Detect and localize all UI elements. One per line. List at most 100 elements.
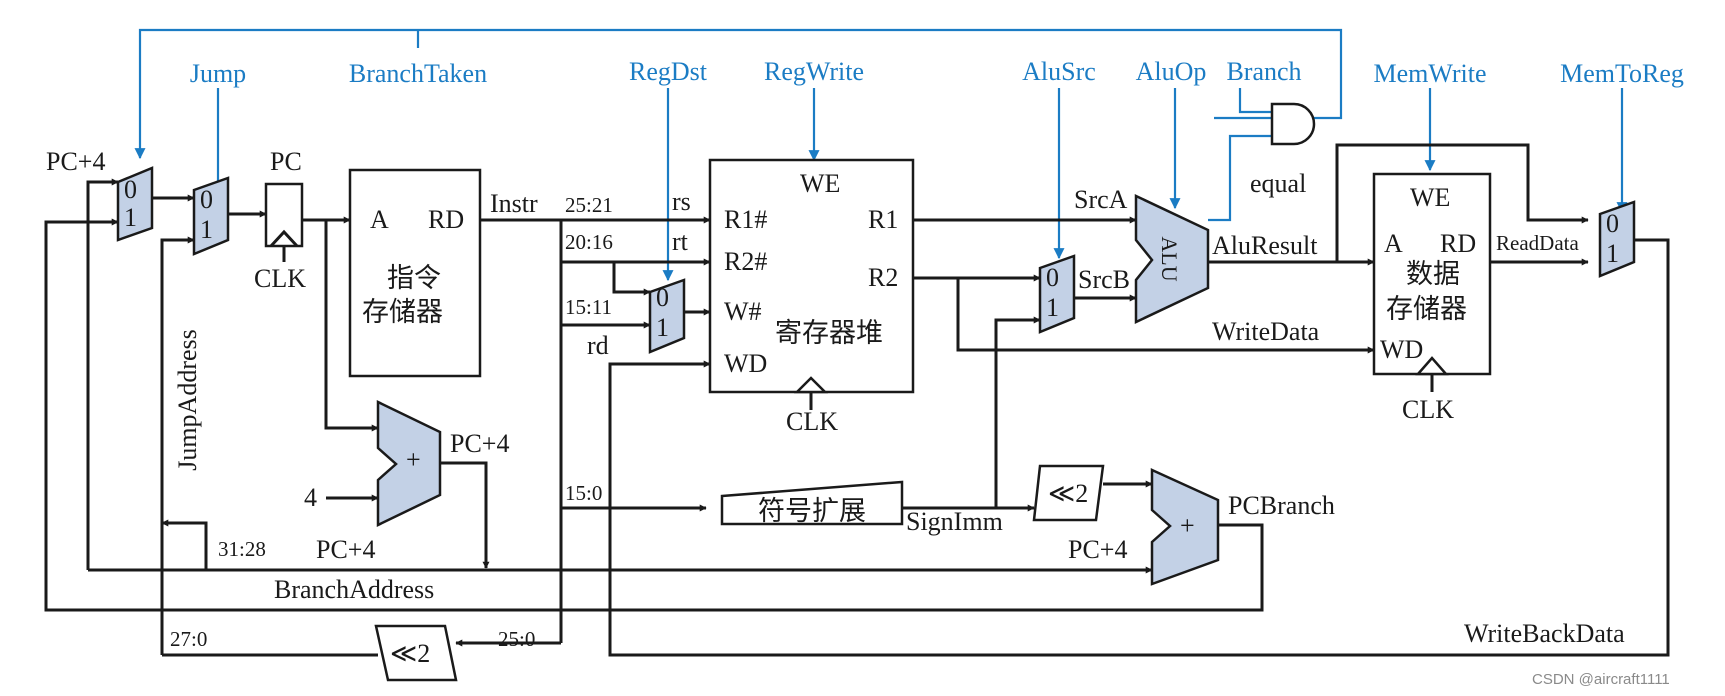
alusrc-mux: 0 1 <box>1038 254 1076 334</box>
adder-plus-sign: + <box>406 445 421 474</box>
rs-label: rs <box>672 187 691 216</box>
imem-rd-label: RD <box>428 205 464 234</box>
write-data-label: WriteData <box>1212 317 1320 346</box>
mux-input-0: 0 <box>124 175 137 204</box>
regfile-wd-label: WD <box>724 349 767 378</box>
dmem-wd-label: WD <box>1380 335 1423 364</box>
writeback-wire <box>608 238 1670 657</box>
pc4-right-label: PC+4 <box>1068 535 1127 564</box>
imem-name-line2: 存储器 <box>362 297 443 328</box>
regdst-mux: 0 1 <box>648 278 686 354</box>
pcbranch-feedback-wire <box>44 218 1264 612</box>
mux-input-1: 1 <box>1606 239 1619 268</box>
memtoreg-label: MemToReg <box>1560 59 1684 88</box>
srca-label: SrcA <box>1074 185 1128 214</box>
regfile-r2-label: R2 <box>868 263 898 292</box>
jump-label: Jump <box>190 59 246 88</box>
pc-clk-label: CLK <box>254 264 306 293</box>
mux-input-1: 1 <box>200 215 213 244</box>
alu-name: ALU <box>1157 236 1182 281</box>
regdst-label: RegDst <box>629 57 708 86</box>
regfile-r2n-label: R2# <box>724 247 767 276</box>
signimm-label: SignImm <box>906 507 1003 536</box>
rt-label: rt <box>672 227 689 256</box>
dmem-rd-label: RD <box>1440 229 1476 258</box>
regfile-r1-label: R1 <box>868 205 898 234</box>
alu-result-label: AluResult <box>1212 231 1318 260</box>
rd-label: rd <box>587 331 609 360</box>
sign-extend-name: 符号扩展 <box>758 496 866 527</box>
dmem-we-label: WE <box>1410 183 1450 212</box>
branch-taken-wire <box>134 28 1343 160</box>
dmem-clk-label: CLK <box>1402 395 1454 424</box>
branch-address-label: BranchAddress <box>274 575 434 604</box>
srcb-label: SrcB <box>1078 265 1130 294</box>
jump-address-label: JumpAddress <box>173 329 202 471</box>
regfile-wn-label: W# <box>724 297 762 326</box>
regfile-clk-label: CLK <box>786 407 838 436</box>
pc4-31-28-wire <box>161 519 208 570</box>
aluop-label: AluOp <box>1136 57 1207 86</box>
regwrite-label: RegWrite <box>764 57 864 86</box>
mux-input-1: 1 <box>656 313 669 342</box>
constant-four: 4 <box>304 483 317 512</box>
imem-a-label: A <box>370 205 389 234</box>
equal-label: equal <box>1250 169 1306 198</box>
pc-plus4-adder <box>376 400 442 527</box>
memwrite-label: MemWrite <box>1373 59 1486 88</box>
regfile-r1n-label: R1# <box>724 205 767 234</box>
branch-label: Branch <box>1226 57 1301 86</box>
field-25-0: 25:0 <box>498 627 535 651</box>
regfile-name: 寄存器堆 <box>775 318 883 349</box>
pc4-bottom-label: PC+4 <box>316 535 375 564</box>
field-20-16: 20:16 <box>565 230 613 254</box>
data-wires <box>44 143 1670 657</box>
alu <box>1134 194 1210 324</box>
instruction-memory <box>348 168 482 378</box>
regfile-we-label: WE <box>800 169 840 198</box>
branch-adder-plus-sign: + <box>1180 511 1195 540</box>
equal-wire <box>1208 134 1272 222</box>
branch-wire <box>1238 88 1272 114</box>
alu-bypass-wire <box>1335 143 1589 262</box>
mux-input-0: 0 <box>1046 263 1059 292</box>
dmem-a-label: A <box>1384 229 1403 258</box>
field-15-11: 15:11 <box>565 295 612 319</box>
watermark: CSDN @aircraft1111 <box>1532 671 1670 688</box>
pc-branch-mux: 0 1 <box>116 166 154 242</box>
jump-address-wire <box>160 236 195 655</box>
dmem-name-line2: 存储器 <box>1386 294 1467 325</box>
pc-branch-label: PCBranch <box>1228 491 1335 520</box>
mux-input-0: 0 <box>656 283 669 312</box>
rt-to-mux-wire <box>612 262 651 296</box>
mux-input-1: 1 <box>1046 293 1059 322</box>
read-data-label: ReadData <box>1496 231 1579 255</box>
pc-plus4-label: PC+4 <box>450 429 509 458</box>
imem-name-line1: 指令 <box>387 263 441 294</box>
pc4-to-mux-wire <box>86 178 119 570</box>
shift-left-2-imm <box>1032 464 1105 522</box>
pc-label: PC <box>270 147 302 176</box>
shift-jump-label: ≪2 <box>390 639 430 668</box>
mux-input-0: 0 <box>200 185 213 214</box>
pc4-label: PC+4 <box>46 147 105 176</box>
register-file <box>708 158 915 394</box>
jump-mux: 0 1 <box>192 176 230 256</box>
branch-and-gate <box>1270 102 1316 146</box>
shift-left-2-jump <box>374 624 458 682</box>
field-31-28: 31:28 <box>218 537 266 561</box>
write-back-data-label: WriteBackData <box>1464 619 1625 648</box>
alusrc-label: AluSrc <box>1022 57 1096 86</box>
data-memory <box>1372 172 1492 376</box>
sign-extend-unit <box>720 480 904 526</box>
pc-to-adder-wire <box>324 220 379 432</box>
shift-imm-label: ≪2 <box>1048 479 1088 508</box>
field-15-0: 15:0 <box>565 481 602 505</box>
memtoreg-mux: 0 1 <box>1598 200 1636 278</box>
pc-register <box>264 182 304 248</box>
instr-label: Instr <box>490 189 538 218</box>
field-27-0: 27:0 <box>170 627 207 651</box>
field-25-21: 25:21 <box>565 193 613 217</box>
pc-plus4-out-wire <box>440 461 490 569</box>
